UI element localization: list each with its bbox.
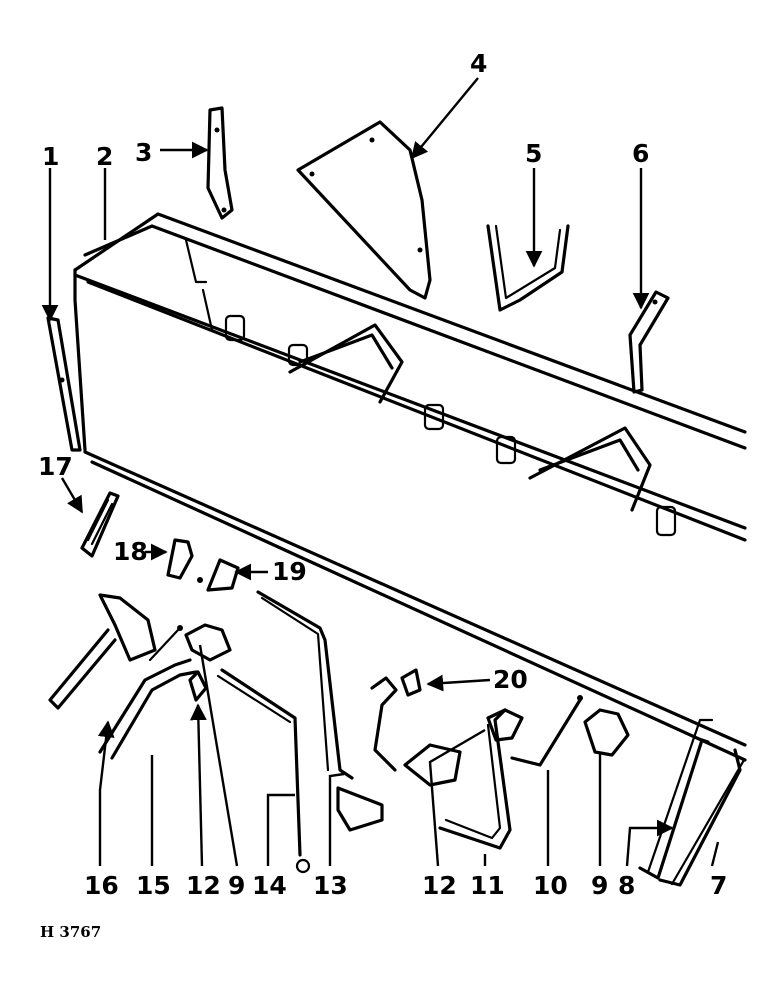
callout-7: 7 <box>710 871 727 900</box>
drawing-code: H 3767 <box>40 923 101 941</box>
part-13-bar <box>256 590 354 780</box>
crank-assembly <box>336 676 462 832</box>
callout-12-right: 12 <box>422 871 457 900</box>
part-1-end-strip <box>46 316 82 452</box>
part-18-clip <box>166 538 194 580</box>
callout-15: 15 <box>136 871 171 900</box>
callout-17: 17 <box>38 452 73 481</box>
part-12-small-bracket-left <box>188 670 208 702</box>
callout-5: 5 <box>525 139 542 168</box>
part-6-bracket <box>628 290 670 394</box>
part-15-arm <box>98 658 198 760</box>
callout-14: 14 <box>252 871 287 900</box>
part-pin-left <box>148 625 183 662</box>
part-9-bearing-left <box>184 623 232 662</box>
callout-6: 6 <box>632 139 649 168</box>
part-8-bar <box>638 718 714 880</box>
leader-lines <box>41 77 720 867</box>
part-12-small-bracket-right <box>486 708 524 742</box>
part-16-agitator <box>48 593 157 710</box>
part-7-bar <box>658 748 746 887</box>
callout-8: 8 <box>618 871 635 900</box>
callout-4: 4 <box>470 49 487 78</box>
part-11-handle <box>438 708 512 850</box>
part-19-clip <box>197 558 240 592</box>
callout-12-left: 12 <box>186 871 221 900</box>
part-9-bearing-right <box>583 708 630 757</box>
callout-3: 3 <box>135 138 152 167</box>
callout-9-left: 9 <box>228 871 245 900</box>
part-20-clip <box>400 668 422 697</box>
part-10-pin <box>510 695 583 767</box>
callout-20: 20 <box>493 665 528 694</box>
callout-18: 18 <box>113 537 148 566</box>
part-5-u-brace <box>486 224 570 312</box>
callout-19: 19 <box>272 557 307 586</box>
callout-9-right: 9 <box>591 871 608 900</box>
callout-11: 11 <box>470 871 505 900</box>
callout-13: 13 <box>313 871 348 900</box>
part-4-divider-plate <box>296 120 432 300</box>
callout-1: 1 <box>42 142 59 171</box>
part-17-oval-cover <box>80 491 120 558</box>
callout-16: 16 <box>84 871 119 900</box>
part-14-rod <box>216 668 311 874</box>
callout-labels: 1 2 3 4 5 6 7 8 9 9 10 11 12 12 13 14 15… <box>38 49 727 900</box>
callout-10: 10 <box>533 871 568 900</box>
callout-2: 2 <box>96 142 113 171</box>
seed-box-frame <box>73 212 747 762</box>
part-3-bracket <box>206 106 234 220</box>
